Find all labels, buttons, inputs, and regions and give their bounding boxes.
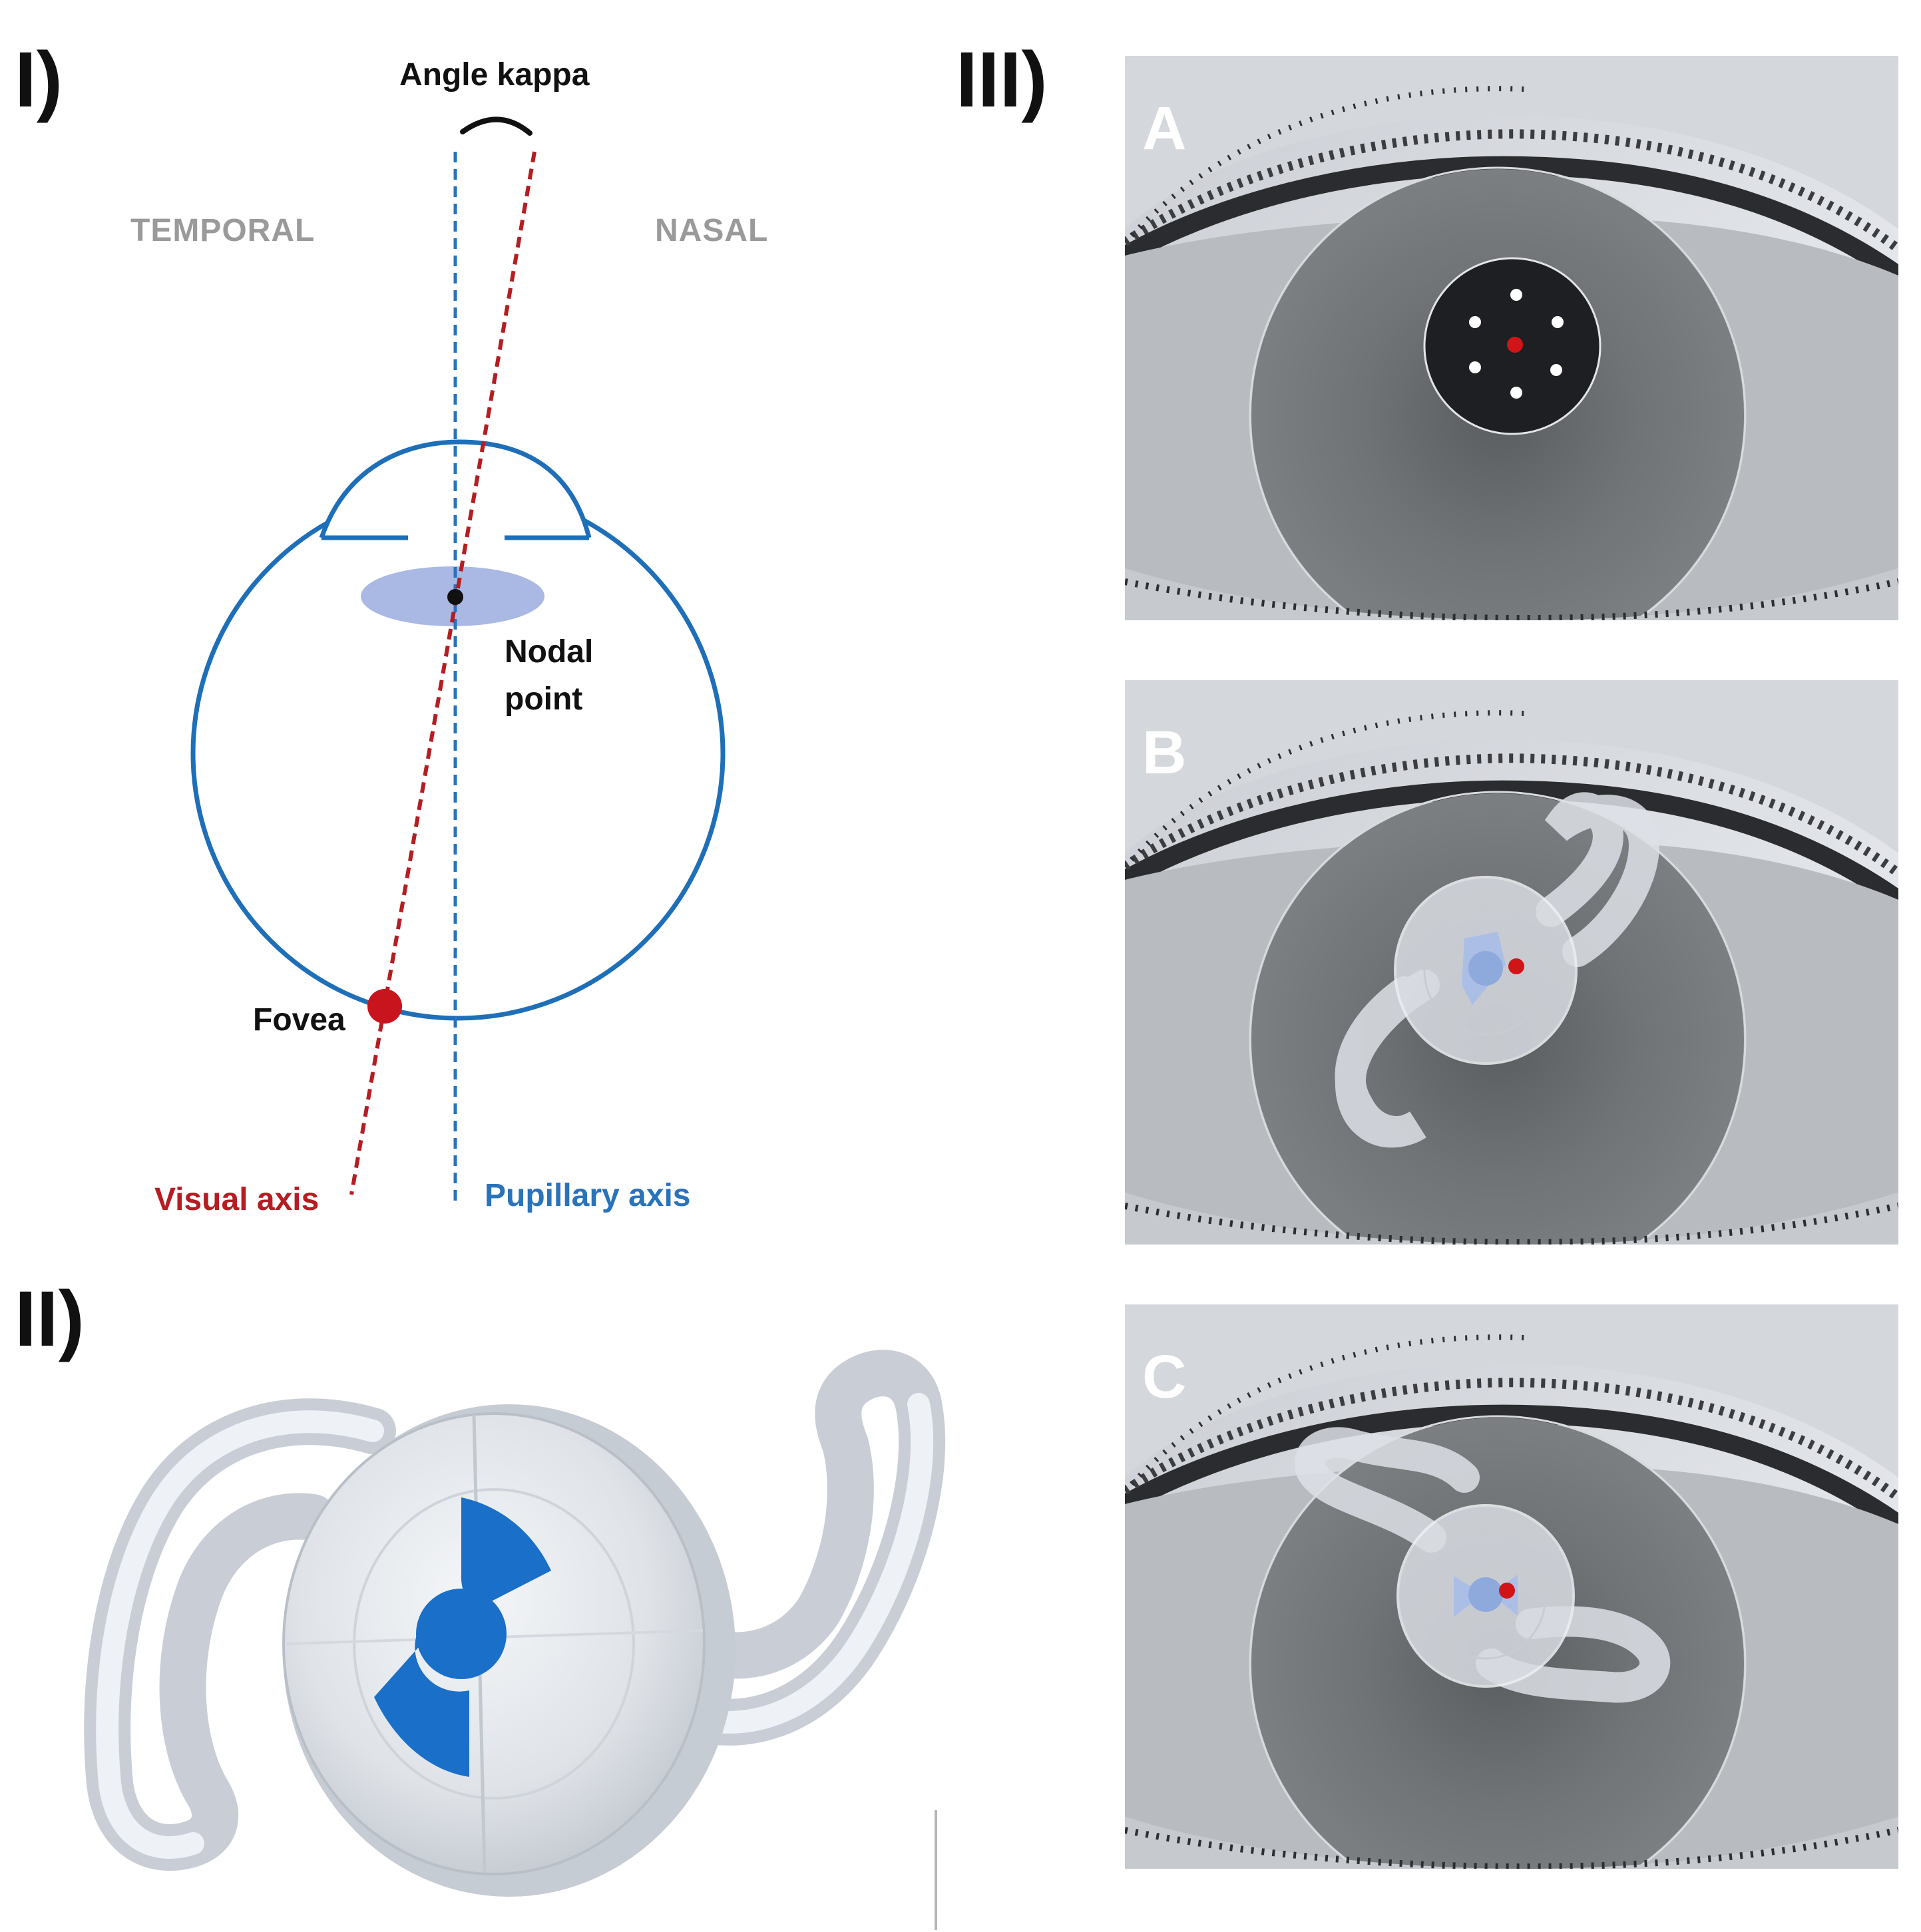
lens-optic-ring	[353, 1488, 635, 1800]
photo-label-a: A	[1142, 95, 1186, 162]
panel-3-eye-photos: III) A B	[956, 36, 1898, 1911]
nodal-point-dot	[447, 589, 463, 605]
photo-c-blue-center	[1468, 1577, 1503, 1612]
reflex-dot	[1510, 289, 1522, 301]
reflex-dot	[1552, 316, 1564, 328]
optic-blue-center	[416, 1589, 507, 1679]
photo-a-red-marker	[1507, 337, 1523, 353]
left-haptic-inner	[96, 1410, 384, 1859]
photo-b-blue-center	[1468, 951, 1503, 986]
nodal-point-label-line1: Nodal	[505, 634, 593, 670]
nodal-point-label-line2: point	[505, 681, 582, 717]
angle-kappa-arc	[460, 116, 533, 136]
photo-c: C	[1125, 1304, 1898, 1911]
photo-label-c: C	[1142, 1343, 1186, 1411]
fovea-dot	[367, 989, 402, 1024]
photo-c-optic-ring	[1424, 1532, 1547, 1660]
fovea-label: Fovea	[253, 1002, 345, 1038]
right-haptic-inner	[648, 1393, 934, 1734]
panel-label-1: I)	[15, 36, 63, 124]
visual-axis-line	[349, 151, 536, 1195]
angle-kappa-label: Angle kappa	[399, 57, 590, 93]
photo-b-red-marker	[1508, 958, 1524, 974]
panel-2-intraocular-lens: II)	[15, 1275, 946, 1930]
photo-c-red-marker	[1499, 1583, 1515, 1599]
photo-b-haptic-top	[1536, 792, 1660, 967]
panel-label-3: III)	[956, 36, 1048, 124]
reflex-dot	[1550, 364, 1562, 376]
temporal-label: TEMPORAL	[130, 213, 315, 248]
reflex-dot	[1469, 361, 1481, 373]
photo-c-haptic-top	[1295, 1427, 1480, 1553]
nasal-label: NASAL	[655, 213, 768, 248]
reflex-dot	[1510, 387, 1522, 399]
optic-blue-marking	[374, 1497, 551, 1777]
panel-label-2: II)	[15, 1275, 85, 1363]
photo-b-haptic-bottom	[1335, 970, 1440, 1148]
photo-c-haptic-bottom	[1476, 1606, 1671, 1703]
pupillary-axis-label: Pupillary axis	[485, 1178, 691, 1213]
photo-b-optic-ring	[1423, 905, 1548, 1036]
photo-b: B	[1125, 680, 1898, 1287]
photo-a: A	[1125, 56, 1898, 663]
visual-axis-label: Visual axis	[154, 1182, 319, 1217]
panel-1-eye-diagram: I) Angle kappa TEMPORAL NASAL Nodal poin…	[15, 36, 768, 1217]
photo-label-b: B	[1142, 719, 1186, 787]
reflex-dot	[1469, 316, 1481, 328]
